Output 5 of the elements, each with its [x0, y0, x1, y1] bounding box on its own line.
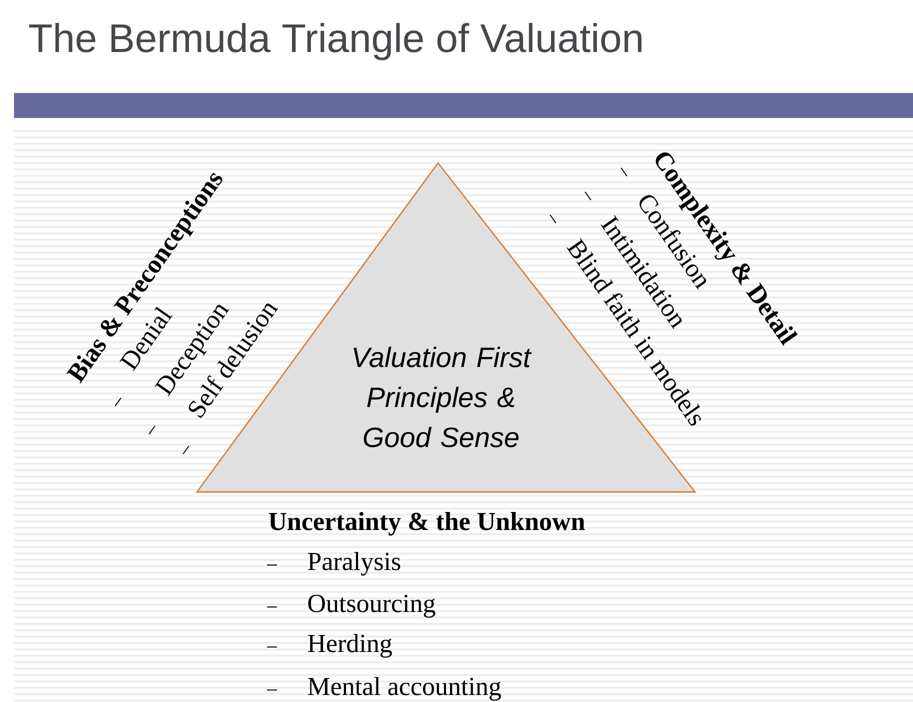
list-item: Paralysis — [308, 552, 400, 576]
list-item: Herding — [308, 634, 392, 658]
list-item: Outsourcing — [308, 594, 436, 618]
title: The Bermuda Triangle of Valuation — [29, 23, 642, 60]
list-item: Mental accounting — [308, 676, 501, 701]
